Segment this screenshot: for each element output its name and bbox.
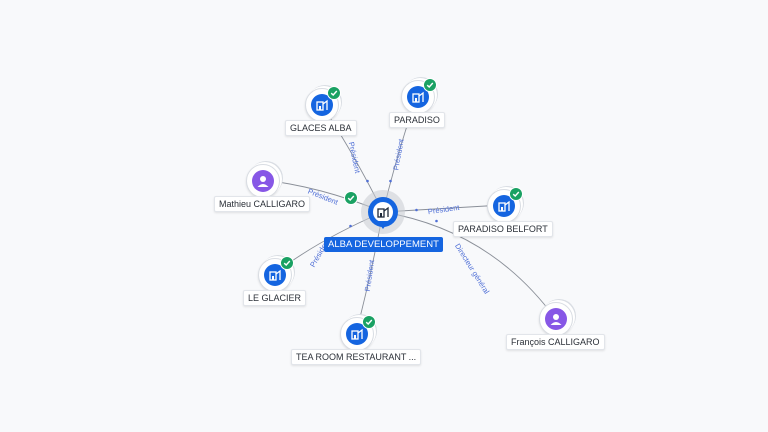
building-icon [498,200,510,212]
building-icon [316,99,328,111]
node-halo [258,256,294,292]
company-avatar [407,86,429,108]
node-label-paradiso[interactable]: PARADISO [389,112,445,128]
building-icon [351,328,363,340]
edge-label-paradiso-belfort: Président [427,203,461,216]
company-avatar [493,195,515,217]
person-icon [257,176,269,187]
edge-arrow-francois [435,219,438,223]
node-label-mathieu[interactable]: Mathieu CALLIGARO [214,196,311,212]
person-avatar [545,308,567,330]
node-label-paradiso-belfort[interactable]: PARADISO BELFORT [453,221,553,237]
verified-check-icon [344,191,358,205]
edge-label-tea-room: Président [363,258,376,292]
building-icon [269,269,281,281]
verified-check-icon [327,86,341,100]
building-icon [377,206,389,218]
company-avatar [346,323,368,345]
company-avatar [264,264,286,286]
verified-check-icon [362,315,376,329]
node-label-francois[interactable]: François CALLIGARO [506,334,605,350]
edge-arrow-glaces-alba [366,179,369,183]
node-halo [340,315,376,351]
edge-arrow-paradiso [389,179,392,183]
person-avatar [252,170,274,192]
building-icon [412,91,424,103]
verified-check-icon [509,187,523,201]
verified-check-icon [280,256,294,270]
edge-arrow-le-glacier [349,224,352,228]
node-halo [487,187,523,223]
node-halo [401,78,437,114]
map-pin-icon [368,197,398,229]
node-label-le-glacier[interactable]: LE GLACIER [243,290,307,306]
edge-francois [382,211,556,319]
center-node-label[interactable]: ALBA DEVELOPPEMENT [324,237,443,252]
node-label-tea-room[interactable]: TEA ROOM RESTAURANT ... [291,349,422,365]
node-halo [246,164,280,198]
company-avatar [311,94,333,116]
node-label-glaces-alba[interactable]: GLACES ALBA [285,120,357,136]
node-halo [539,302,573,336]
center-inner [373,202,393,222]
edge-arrow-paradiso-belfort [415,208,418,212]
person-icon [550,314,562,325]
center-halo [361,190,405,234]
verified-check-icon [423,78,437,92]
node-halo [305,86,341,122]
